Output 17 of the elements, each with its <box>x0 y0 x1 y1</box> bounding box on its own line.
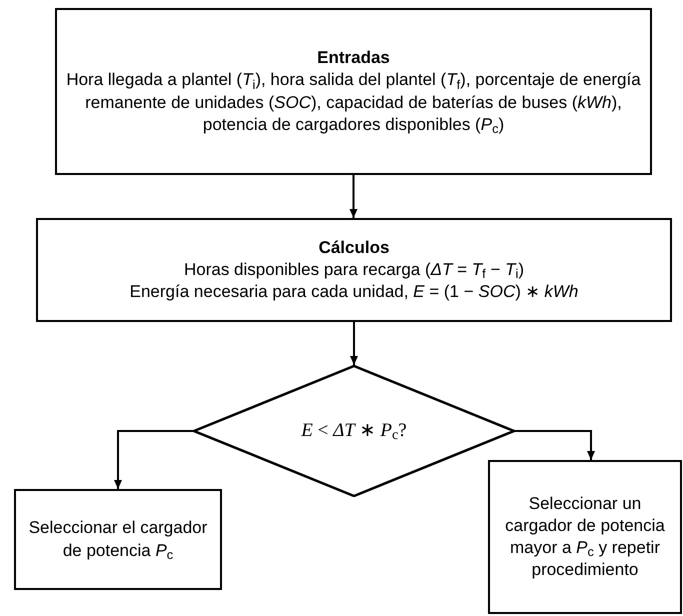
box-text: Energía necesaria para cada unidad, E = (1 − SOC) ∗ kWh <box>130 281 578 304</box>
decision-diamond <box>193 365 515 497</box>
arrow <box>114 430 193 489</box>
box-heading: Cálculos <box>318 236 390 259</box>
arrow <box>350 175 358 218</box>
process-box <box>14 489 222 590</box>
process-box <box>55 8 652 175</box>
box-text: Hora llegada a plantel (T$_{i}$), hora salida del plantel (T$_{f}$), porcentaje de energía remanente de unidades (SOC), capacidad de baterías de buses (kWh), potencia de cargadores disponibles (P$_{c}$) <box>65 69 642 136</box>
box-text: Seleccionar el cargador de potencia P$_{c}$ <box>28 517 208 562</box>
arrow <box>350 322 358 365</box>
box-text: Seleccionar un cargador de potencia mayor a P$_{c}$ y repetir procedimiento <box>504 492 666 582</box>
box-heading: Entradas <box>317 47 390 70</box>
process-box <box>488 460 682 614</box>
process-box <box>36 218 672 322</box>
box-text: Horas disponibles para recarga (ΔT = T$_{f}$ − T$_{i}$) <box>184 258 524 282</box>
decision-text: E < ΔT ∗ P$_{c}$? <box>301 418 407 446</box>
arrow <box>515 430 595 460</box>
